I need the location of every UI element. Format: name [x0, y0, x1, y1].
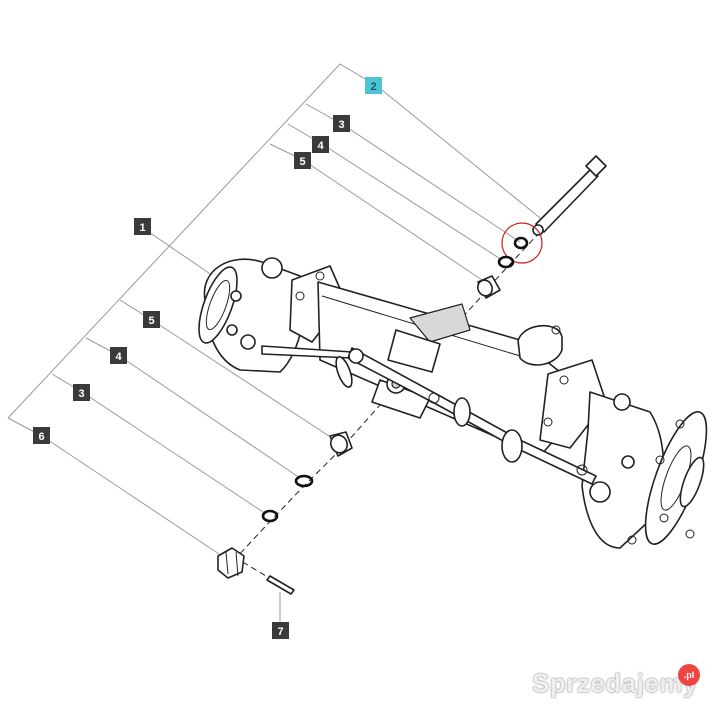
callout-label-5-top: 5 — [294, 152, 311, 169]
callout-label-text: 5 — [299, 156, 305, 168]
callout-label-text: 2 — [370, 81, 376, 93]
highlight-circle — [501, 222, 543, 264]
callout-label-text: 4 — [317, 140, 324, 152]
bushing-part-5-top — [477, 275, 501, 299]
callout-label-5-bottom: 5 — [143, 311, 160, 328]
castle-nut-part-6 — [217, 547, 245, 579]
watermark-badge: .pl — [678, 664, 700, 686]
callout-label-6: 6 — [33, 427, 50, 444]
callout-label-3-top: 3 — [333, 115, 350, 132]
callout-label-2: 2 — [365, 77, 382, 94]
bushing-part-5-bottom — [329, 431, 353, 457]
callout-label-text: 4 — [115, 351, 122, 363]
ring-part-3-top — [513, 236, 529, 250]
callout-label-4-top: 4 — [312, 136, 329, 153]
callout-label-text: 6 — [38, 431, 44, 443]
callout-label-4-bottom: 4 — [110, 347, 127, 364]
ring-part-4-bottom — [294, 474, 314, 488]
ring-part-4-top — [497, 255, 515, 269]
callout-label-text: 3 — [338, 119, 344, 131]
callout-label-text: 3 — [78, 388, 84, 400]
callout-label-text: 5 — [148, 315, 154, 327]
axle-housing — [198, 257, 708, 549]
callout-label-text: 7 — [277, 626, 283, 638]
callout-label-text: 1 — [139, 222, 145, 234]
watermark-text: Sprzedajemy — [532, 668, 698, 698]
pin-part-2 — [532, 155, 607, 236]
ring-part-3-bottom — [261, 509, 279, 523]
callout-label-7: 7 — [272, 622, 289, 639]
callout-label-1: 1 — [134, 218, 151, 235]
cotter-pin-part-7 — [266, 575, 295, 595]
callout-label-3-bottom: 3 — [73, 384, 90, 401]
